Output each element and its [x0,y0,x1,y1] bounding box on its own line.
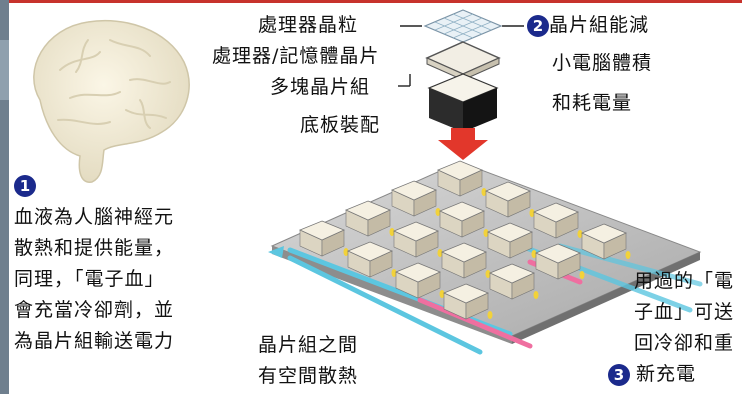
power-contact [437,249,443,257]
top-accent-bar [0,0,742,3]
chip-block [392,221,443,258]
point-1-badge-row: 1 [14,172,36,198]
chip-block [580,223,631,260]
power-contact [389,228,395,236]
coolant-channels [287,235,703,355]
label-gaps-heat: 晶片組之間 有空間散熱 [258,330,358,392]
left-accent-bar [0,0,9,394]
power-contact [579,271,585,279]
power-contact [577,230,583,238]
point-3-paragraph: 用過的「電 子血」可送 回冷卻和重 [634,266,734,359]
chip-block [394,262,445,299]
power-contact [625,251,631,259]
chip-block [484,181,535,218]
chip-block [440,242,491,279]
power-contact [529,209,535,217]
leader-lines [398,25,524,87]
chip-block [436,160,487,197]
point-1-line-5: 為晶片組輸送電力 [14,330,175,352]
chip-block [390,180,441,217]
point-3-line-2: 子血」可送 [634,301,735,323]
chip-block [532,202,583,239]
chip-block [534,243,585,280]
badge-3: 3 [608,363,630,386]
power-contact [533,291,539,299]
gaps-line-1: 晶片組之間 [258,334,359,356]
point-3-line-1: 用過的「電 [634,270,735,292]
point-2-line-3: 和耗電量 [552,92,633,114]
power-contact [483,229,489,237]
label-multi-block-chipset: 多塊晶片組 [270,76,371,98]
brain-illustration [33,19,190,183]
chip-block [298,220,349,257]
point-1-line-3: 同理，「電子血」 [14,268,165,290]
point-1-line-1: 血液為人腦神經元 [14,206,175,228]
point-1-line-2: 散熱和提供能量， [14,237,175,259]
power-contact [439,290,445,298]
power-contact [531,250,537,258]
point-1-paragraph: 血液為人腦神經元 散熱和提供能量， 同理，「電子血」 會充當冷卻劑，並 為晶片組… [14,202,174,357]
chip-block [442,283,493,320]
gaps-line-2: 有空間散熱 [258,365,359,387]
assembly-arrow [438,128,488,160]
power-contact [391,269,397,277]
badge-1: 1 [14,174,36,197]
chip-block [486,222,537,259]
point-3-line-3: 回冷卻和重 [634,332,735,354]
power-contact [343,248,349,256]
chip-block [346,241,397,278]
power-contact [485,270,491,278]
power-contact [481,188,487,196]
chip-stack-graphic [427,73,499,132]
badge-2: 2 [527,14,549,37]
power-contact [487,311,493,319]
point-2-line-2: 小電腦體積 [552,52,653,74]
chip-block [438,201,489,238]
label-processor-memory-chip: 處理器/記憶體晶片 [212,45,380,67]
label-substrate-assembly: 底板裝配 [300,114,381,136]
chip-block [344,200,395,237]
coolant-inlet-arrow [268,246,284,258]
power-contact [435,208,441,216]
chip-block [488,263,539,300]
chip-grid [298,160,631,320]
label-chip-die: 處理器晶粒 [258,14,359,36]
point-1-line-4: 會充當冷卻劑，並 [14,299,175,321]
chip-die-graphic [423,9,503,43]
